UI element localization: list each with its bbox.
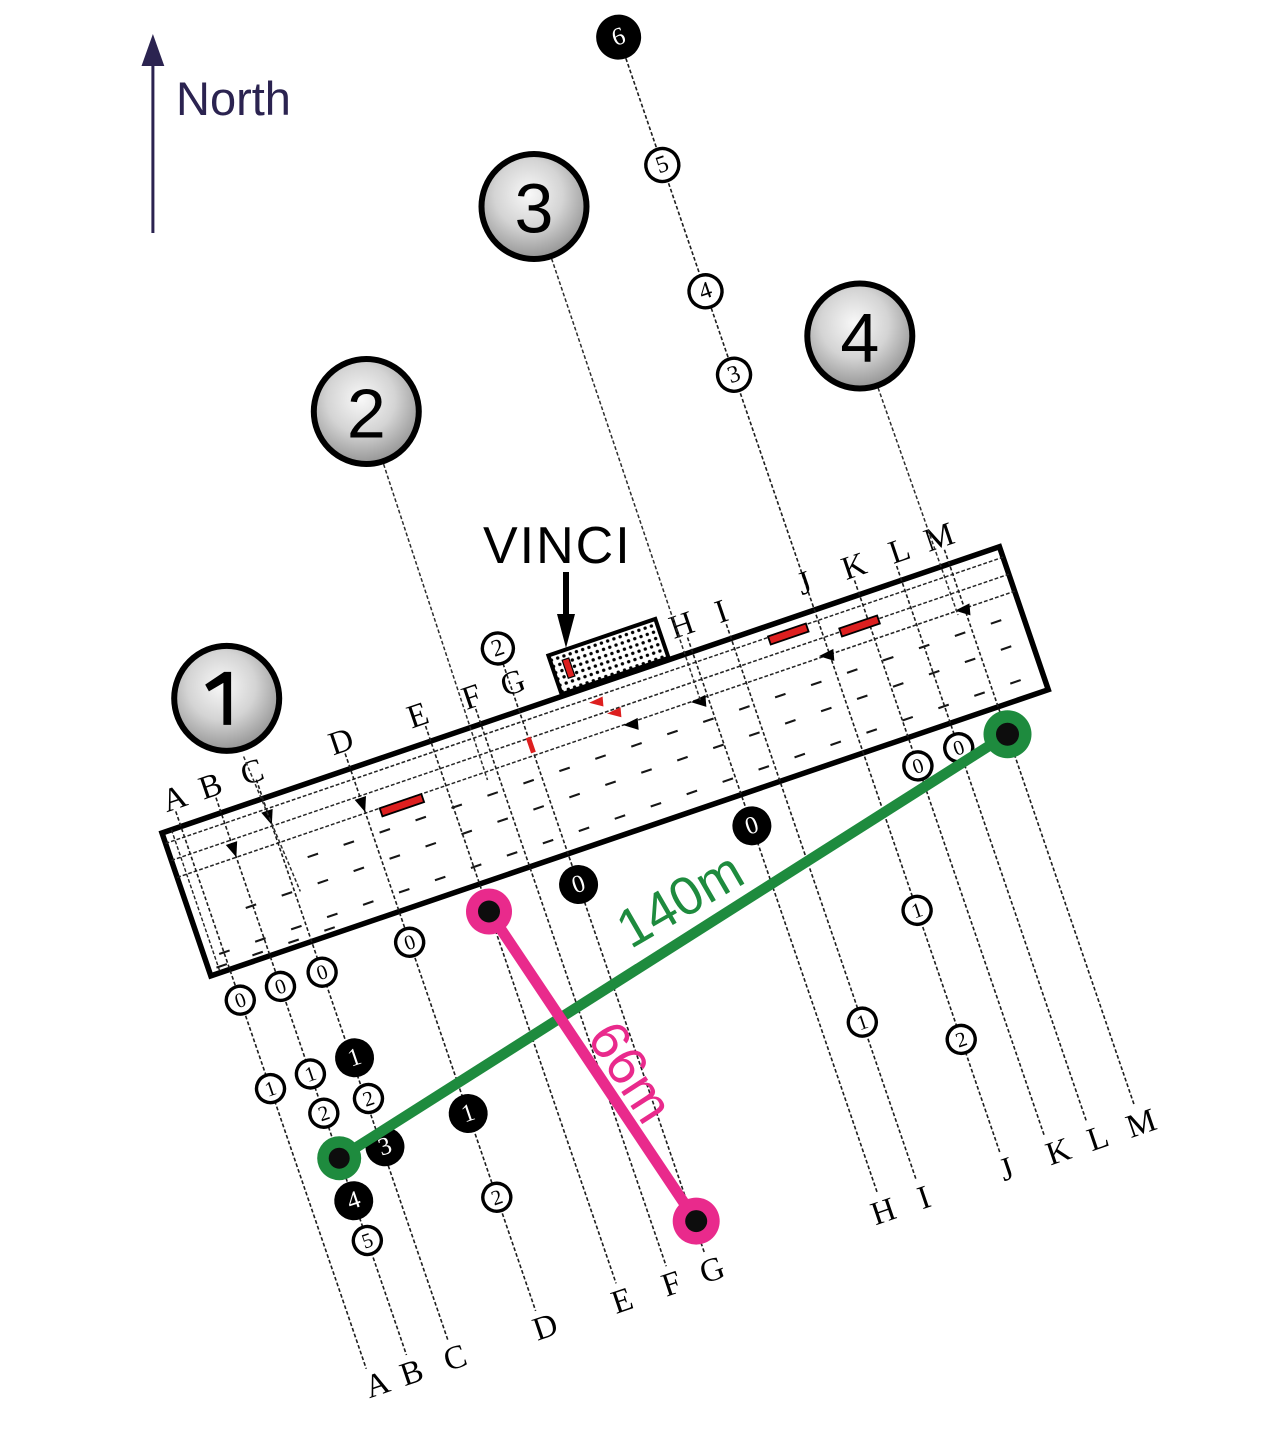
svg-text:2: 2: [347, 375, 386, 453]
svg-text:VINCI: VINCI: [483, 517, 632, 575]
svg-text:3: 3: [515, 170, 554, 248]
svg-text:4: 4: [840, 299, 879, 377]
svg-text:North: North: [176, 72, 291, 125]
